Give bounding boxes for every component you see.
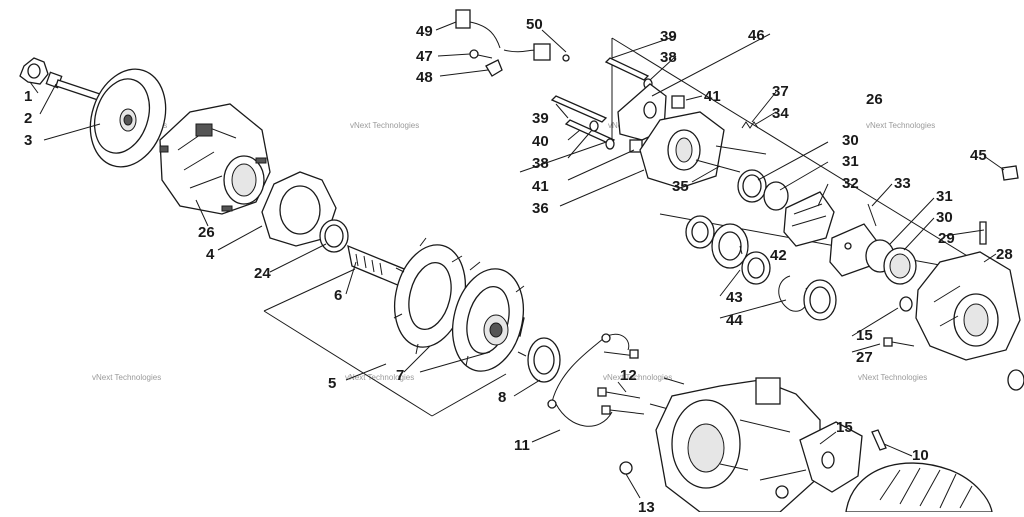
- callout-49: 49: [416, 23, 433, 40]
- part-4-gasket: [261, 171, 337, 247]
- callout-47: 47: [416, 48, 433, 65]
- callout-45: 45: [970, 147, 987, 164]
- callout-15: 15: [836, 419, 853, 436]
- part-27-bolt: [883, 337, 915, 347]
- callout-34: 34: [772, 105, 789, 122]
- part-13-chaincase: [619, 377, 821, 513]
- callout-31: 31: [936, 188, 953, 205]
- callout-10: 10: [912, 447, 929, 464]
- part-26-housing: [159, 103, 271, 215]
- callout-15: 15: [856, 327, 873, 344]
- callout-24: 24: [254, 265, 271, 282]
- callout-42: 42: [770, 247, 787, 264]
- part-47-screw: [469, 49, 493, 59]
- watermark: vNext Technologies: [866, 121, 935, 130]
- part-49-connector: [455, 9, 501, 49]
- callout-30: 30: [936, 209, 953, 226]
- part-10-pin: [871, 429, 887, 451]
- callout-37: 37: [772, 83, 789, 100]
- callout-39: 39: [532, 110, 549, 127]
- callout-43: 43: [726, 289, 743, 306]
- part-34-pin: [715, 145, 767, 155]
- part-38-washers: [589, 78, 653, 150]
- part-drive-pulley: [845, 462, 993, 513]
- part-44-bearing: [803, 279, 837, 321]
- callout-11: 11: [514, 437, 530, 454]
- watermark: vNext Technologies: [858, 373, 927, 382]
- callout-6: 6: [334, 287, 342, 304]
- callout-3: 3: [24, 132, 32, 149]
- part-36-caliper: [639, 111, 725, 189]
- part-30-piston: [737, 169, 767, 203]
- part-43-spacer: [741, 251, 771, 285]
- part-3-sheave: [89, 68, 167, 168]
- watermark: vNext Technologies: [350, 121, 419, 130]
- callout-26: 26: [866, 91, 883, 108]
- callout-13: 13: [638, 499, 655, 512]
- callout-8: 8: [498, 389, 506, 406]
- part-1-nut: [19, 57, 49, 85]
- callout-26: 26: [198, 224, 215, 241]
- callout-29: 29: [938, 230, 955, 247]
- part-39-bolts: [550, 57, 650, 123]
- part-11-hose: [547, 333, 630, 427]
- part-28-caliper-housing: [915, 251, 1021, 361]
- callout-44: 44: [726, 312, 743, 329]
- part-24-seal: [319, 219, 349, 253]
- watermark: vNext Technologies: [603, 373, 672, 382]
- callout-41: 41: [704, 88, 721, 105]
- callout-48: 48: [416, 69, 433, 86]
- part-29-bleeder: [979, 221, 987, 245]
- callout-46: 46: [748, 27, 765, 44]
- callout-28: 28: [996, 246, 1013, 263]
- part-12-bolts: [597, 349, 685, 415]
- callout-32: 32: [842, 175, 859, 192]
- part-7-sprockets: [393, 237, 527, 372]
- part-48-clip: [485, 59, 503, 77]
- part-15-bracket: [799, 421, 863, 493]
- callout-30: 30: [842, 132, 859, 149]
- callout-50: 50: [526, 16, 543, 33]
- part-42-bearing: [685, 215, 749, 269]
- part-30-piston-2: [883, 247, 917, 285]
- callout-33: 33: [894, 175, 911, 192]
- part-33-clip: [867, 203, 877, 227]
- part-axle-end: [1007, 369, 1024, 391]
- part-44-snap-ring: [778, 275, 809, 312]
- callout-5: 5: [328, 375, 336, 392]
- callout-31: 31: [842, 153, 859, 170]
- callout-35: 35: [672, 178, 689, 195]
- callout-4: 4: [206, 246, 215, 263]
- callout-12: 12: [620, 367, 637, 384]
- callout-39: 39: [660, 28, 677, 45]
- part-35-shaft: [695, 159, 741, 173]
- callout-38: 38: [660, 49, 677, 66]
- callout-7: 7: [396, 367, 404, 384]
- callout-40: 40: [532, 133, 549, 150]
- part-31-seal: [763, 181, 789, 211]
- leader-lines: [29, 21, 1005, 499]
- part-45-cap: [1001, 165, 1019, 181]
- callout-2: 2: [24, 110, 32, 127]
- part-37-spring: [741, 121, 759, 129]
- callout-1: 1: [24, 88, 32, 105]
- part-15-bolt: [899, 296, 913, 312]
- watermark: vNext Technologies: [345, 373, 414, 382]
- part-8-bearing: [527, 337, 561, 383]
- group-bracket-26: [519, 37, 1001, 277]
- callout-27: 27: [856, 349, 873, 366]
- callout-41: 41: [532, 178, 549, 195]
- group-bracket-5: [263, 268, 507, 417]
- part-50-sensor: [503, 43, 570, 62]
- callout-38: 38: [532, 155, 549, 172]
- watermark: vNext Technologies: [92, 373, 161, 382]
- callout-36: 36: [532, 200, 549, 217]
- part-32-pad: [783, 191, 835, 247]
- part-46-plate: [617, 83, 667, 141]
